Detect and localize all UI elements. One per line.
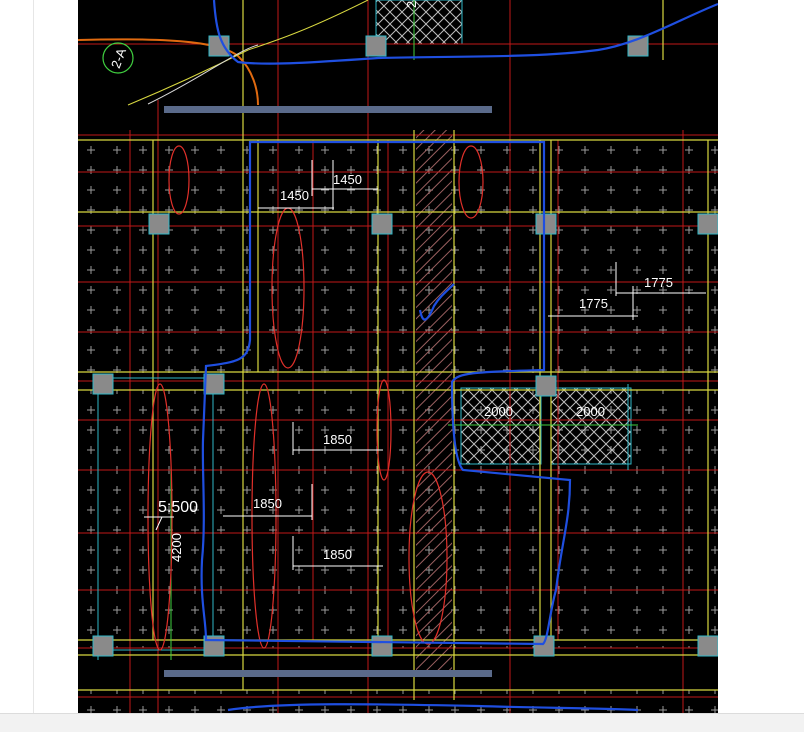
cad-canvas[interactable]: 2-A 230	[78, 0, 718, 713]
cross-panel-right	[550, 387, 632, 465]
grid-label: 2-A	[108, 46, 129, 70]
dim-2000-right: 2000	[576, 404, 605, 419]
yellow-curve	[127, 0, 369, 106]
status-strip	[0, 713, 804, 732]
shaft-hatch	[416, 130, 452, 670]
steel-bar-top	[164, 106, 492, 113]
dim-2000-left: 2000	[484, 404, 513, 419]
cross-panel-left	[460, 387, 542, 465]
dim-1450-upper: 1450	[333, 172, 362, 187]
markup-stroke-bottom	[227, 703, 639, 712]
markup-stroke-top	[212, 0, 718, 65]
markup-hook	[418, 283, 455, 321]
cad-drawing: 2-A 230	[78, 0, 718, 713]
dimension-lines	[144, 160, 706, 570]
grid-bubble	[102, 42, 134, 74]
dim-1850-b: 1850	[253, 496, 282, 511]
slab-field-upper	[78, 140, 718, 373]
right-gutter	[718, 0, 804, 713]
orange-curve	[78, 38, 259, 106]
white-curve	[147, 44, 259, 105]
cyan-lines	[97, 377, 629, 660]
dim-1775-left: 1775	[579, 296, 608, 311]
dim-1450-lower: 1450	[280, 188, 309, 203]
steel-bar-bottom	[164, 670, 492, 677]
markup-outline-main	[200, 140, 572, 646]
dim-1775-right: 1775	[644, 275, 673, 290]
grid-lines-horizontal	[78, 43, 718, 698]
dim-1850-a: 1850	[323, 432, 352, 447]
columns	[92, 35, 718, 657]
scale-ratio: 5:500	[158, 499, 198, 516]
cross-panel-top	[375, 0, 463, 45]
left-gutter	[0, 0, 34, 713]
dim-1850-c: 1850	[323, 547, 352, 562]
dim-4200: 4200	[169, 533, 184, 562]
top-clip-label: 230	[404, 0, 419, 8]
